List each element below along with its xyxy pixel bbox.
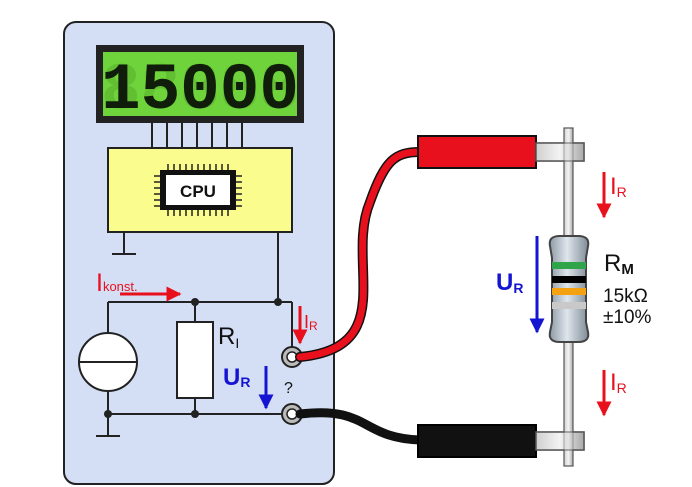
display-bus [151,123,243,148]
red-lead-cable-fill [296,148,424,361]
rm-resistance: 15kΩ [603,286,648,307]
lcd-value: 15000 [101,53,299,128]
lcd-screen [103,52,297,116]
i-konst-label: Ikonst. [96,269,138,297]
cpu-chip-pins [154,164,242,216]
red-probe-tip-overlay [535,142,585,162]
unknown-mark: ? [284,380,293,397]
rm-tolerance: ±10% [603,307,652,328]
ri-label: RI [218,323,239,351]
band-silver [552,302,586,309]
internal-resistor [176,321,214,399]
meter-ir-label: IR [304,312,318,333]
lcd-ghost-digits: 88888 [101,53,299,128]
internal-wiring [96,232,293,437]
rm-label: RM [604,250,634,278]
black-lead-cable [295,408,425,445]
junction-dots [104,298,282,418]
board-ground-symbol [112,232,136,255]
cpu-chip-face [166,175,230,205]
black-probe-tip-overlay [535,431,585,451]
circuit-ur-label: UR [496,269,523,296]
band-black [552,276,586,283]
meter-ur-label: UR [223,364,250,391]
cpu-label: CPU [180,182,216,201]
measured-resistor [548,235,590,343]
top-ir-label: IR [610,173,627,200]
band-orange [552,288,586,295]
band-green [552,262,586,269]
bottom-ir-label: IR [610,369,627,396]
terminal-common[interactable] [281,403,303,425]
